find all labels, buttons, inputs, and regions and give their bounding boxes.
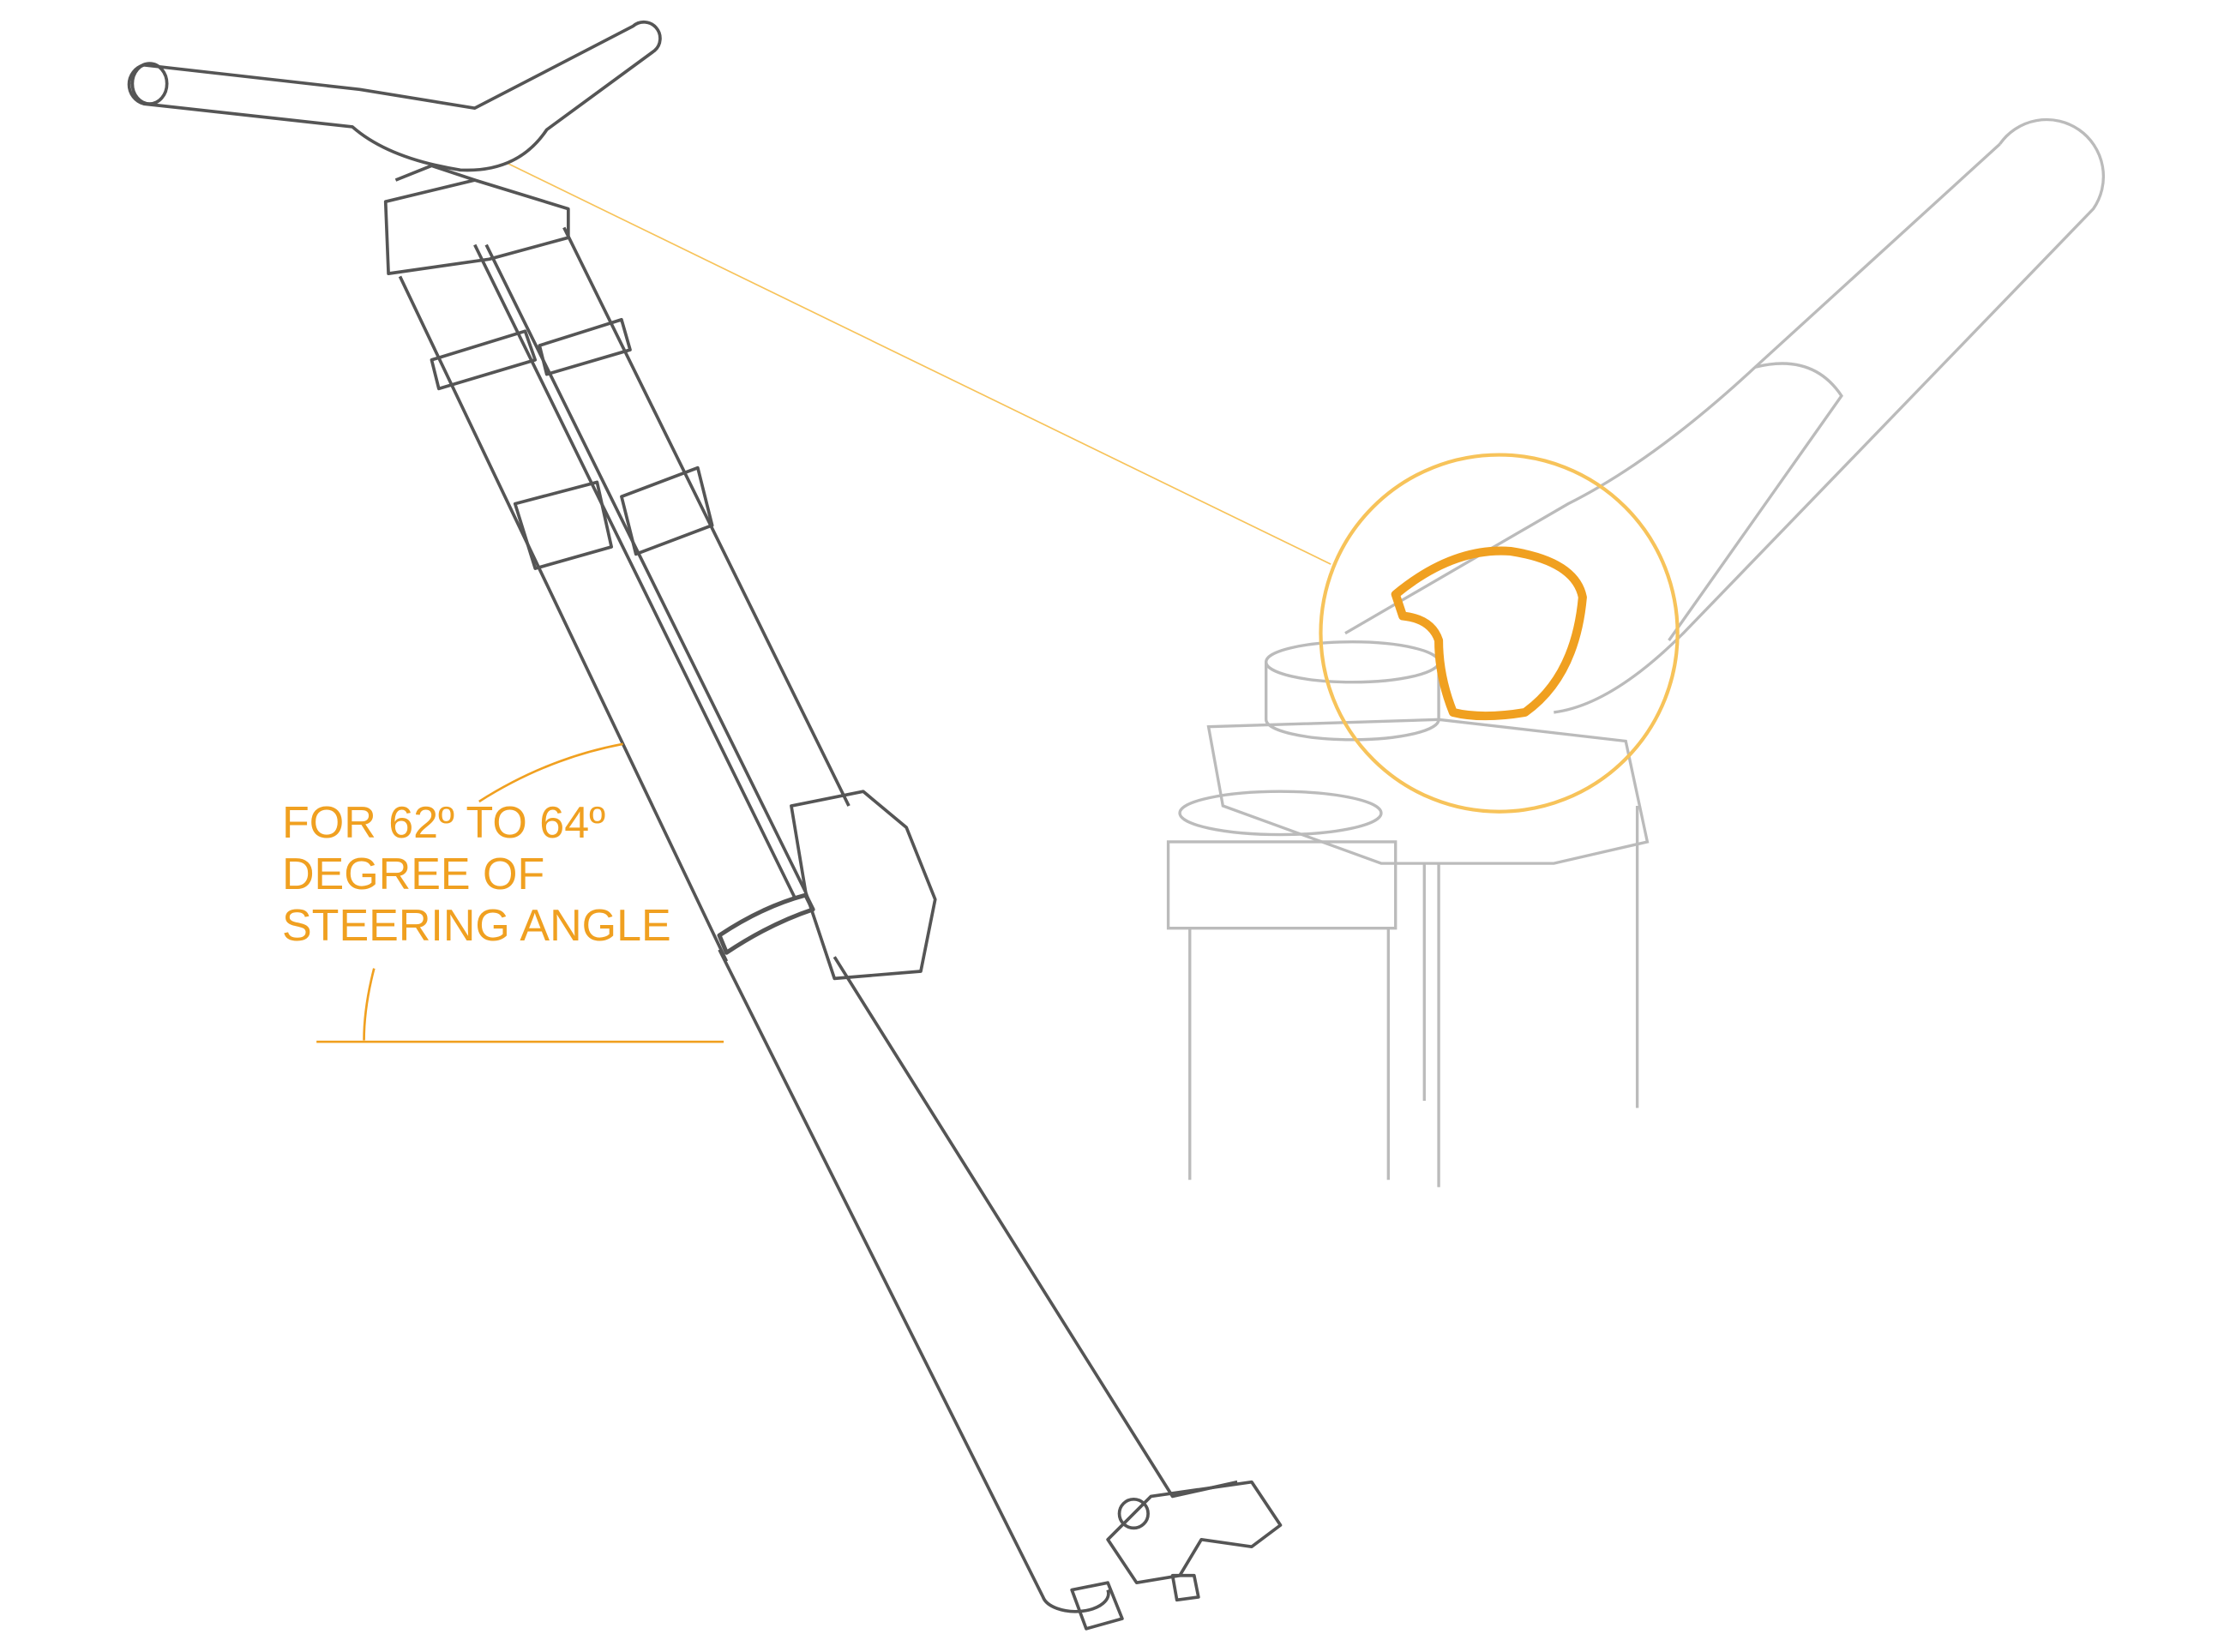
detail-handlebar [1344, 117, 2106, 714]
annotation-line-1: FOR 62º TO 64º [282, 798, 606, 848]
stem-highlight-outline [1391, 546, 1587, 721]
front-stanchion [398, 243, 797, 963]
detail-view [1166, 117, 2106, 1187]
detail-tubes [1188, 806, 1639, 1187]
detail-crown [1206, 718, 1650, 865]
rear-stanchion [484, 226, 851, 893]
handlebar [127, 20, 662, 172]
angle-arc-top [478, 742, 623, 803]
detail-lower-clamp [1166, 840, 1398, 930]
dropout [1106, 1480, 1283, 1585]
suspension-fork [127, 20, 1283, 1631]
detail-highlight-circle [1319, 453, 1680, 814]
leader-line [506, 162, 1331, 565]
steering-angle-annotation: FOR 62º TO 64º DEGREE OF STEERING ANGLE [282, 797, 671, 952]
annotation-line-3: STEERING ANGLE [282, 901, 671, 951]
angle-indicator [316, 742, 724, 1043]
arch [790, 790, 937, 981]
angle-arc-bottom [363, 968, 376, 1041]
top-crown [383, 178, 570, 275]
lower-crown [513, 466, 714, 570]
annotation-line-2: DEGREE OF [282, 850, 545, 899]
seal [717, 892, 815, 955]
lower-leg [718, 948, 1238, 1613]
upper-clamp [430, 317, 632, 391]
